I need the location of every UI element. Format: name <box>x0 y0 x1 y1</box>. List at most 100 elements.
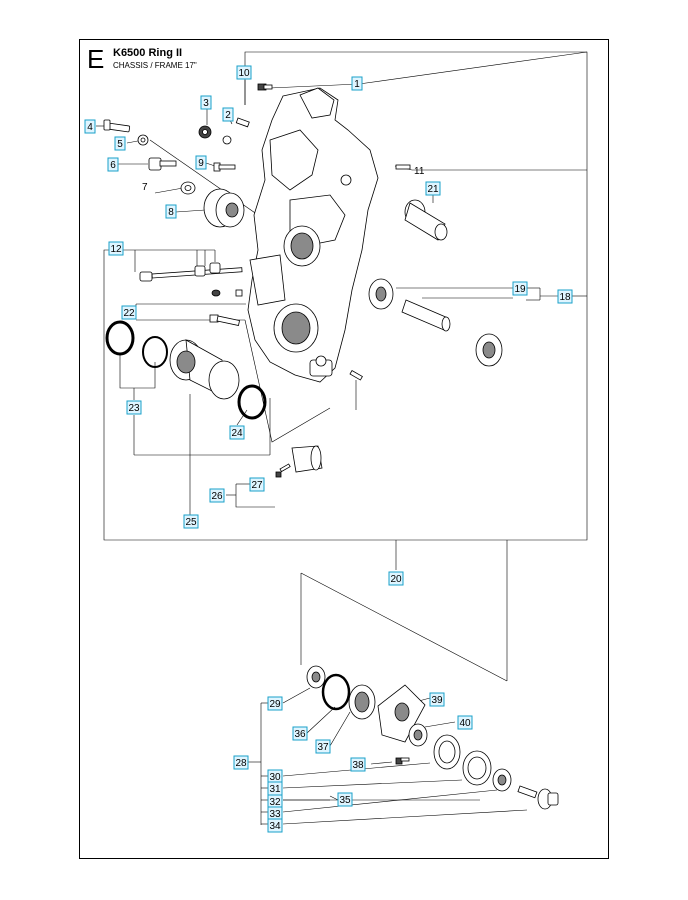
callout-32: 32 <box>267 794 283 809</box>
callout-number: 39 <box>431 695 443 706</box>
callout-number: 3 <box>203 98 209 109</box>
callout-25: 25 <box>183 514 199 529</box>
callout-number: 32 <box>269 797 281 808</box>
section-letter: E <box>87 44 105 74</box>
callout-box <box>350 757 366 772</box>
callout-box <box>84 119 96 134</box>
callout-8: 8 <box>165 204 177 219</box>
bolt-22 <box>209 314 240 326</box>
leader-lines <box>96 51 588 825</box>
seal-37 <box>348 684 376 720</box>
bearing-19a <box>368 278 394 310</box>
callout-4: 4 <box>84 119 96 134</box>
callout-number: 26 <box>211 491 223 502</box>
callout-number: 33 <box>269 809 281 820</box>
callout-20: 20 <box>388 571 404 586</box>
callout-number: 35 <box>339 795 351 806</box>
callout-box <box>388 571 404 586</box>
callout-9: 9 <box>195 155 207 170</box>
callout-box <box>337 792 353 807</box>
callout-box <box>351 76 363 91</box>
callout-27: 27 <box>249 477 265 492</box>
callout-number: 18 <box>559 292 571 303</box>
callout-number: 40 <box>459 718 471 729</box>
plain-label-11: 11 <box>414 166 425 177</box>
callout-box <box>233 755 249 770</box>
screw-10 <box>257 83 273 91</box>
callout-number: 22 <box>123 308 135 319</box>
callout-33: 33 <box>267 806 283 821</box>
callout-box <box>557 289 573 304</box>
callout-37: 37 <box>315 739 331 754</box>
cover-26 <box>291 445 323 473</box>
chassis-casting <box>247 87 379 383</box>
callout-box <box>315 739 331 754</box>
pulley-8 <box>203 188 245 228</box>
callout-number: 4 <box>87 122 93 133</box>
callout-box <box>195 155 207 170</box>
callout-box <box>425 181 441 196</box>
disc-30 <box>433 734 461 770</box>
callout-40: 40 <box>457 715 473 730</box>
callout-19: 19 <box>512 281 528 296</box>
callout-1: 1 <box>351 76 363 91</box>
diagram-title: K6500 Ring II <box>113 47 183 59</box>
pin-11-lower <box>349 369 363 381</box>
callout-number: 23 <box>128 403 140 414</box>
callout-number: 20 <box>390 574 402 585</box>
nut-3 <box>198 125 212 139</box>
screw-27 <box>275 463 291 478</box>
o-ring-24 <box>237 384 267 420</box>
callout-29: 29 <box>267 696 283 711</box>
callout-35: 35 <box>337 792 353 807</box>
callout-6: 6 <box>107 157 119 172</box>
callout-number: 8 <box>168 207 174 218</box>
callout-number: 10 <box>238 68 250 79</box>
bolt-34 <box>517 785 559 810</box>
callout-number: 19 <box>514 284 526 295</box>
o-ring-23a <box>105 320 135 356</box>
callout-box <box>222 107 234 122</box>
callout-3: 3 <box>200 95 212 110</box>
callout-number: 29 <box>269 699 281 710</box>
bolt-6 <box>148 157 177 171</box>
callout-number: 28 <box>235 758 247 769</box>
bearing-40 <box>408 723 428 747</box>
callout-number: 12 <box>110 244 122 255</box>
bolt-4 <box>103 119 131 133</box>
callout-number: 24 <box>231 428 243 439</box>
callout-number: 25 <box>185 517 197 528</box>
bushing-29 <box>306 665 326 689</box>
callout-box <box>165 204 177 219</box>
plain-label-7: 7 <box>142 182 148 193</box>
screw-38 <box>395 757 410 765</box>
callout-34: 34 <box>267 818 283 833</box>
callout-2: 2 <box>222 107 234 122</box>
callout-box <box>108 241 124 256</box>
callout-26: 26 <box>209 488 225 503</box>
callout-30: 30 <box>267 769 283 784</box>
o-ring-36 <box>321 673 351 711</box>
sleeve-21 <box>404 199 448 241</box>
callout-box <box>267 696 283 711</box>
callout-24: 24 <box>229 425 245 440</box>
callout-box <box>114 136 126 151</box>
callout-box <box>292 726 308 741</box>
callout-box <box>229 425 245 440</box>
callout-number: 6 <box>110 160 116 171</box>
callout-12: 12 <box>108 241 124 256</box>
callout-box <box>126 400 142 415</box>
callout-number: 31 <box>269 784 281 795</box>
callout-number: 36 <box>294 729 306 740</box>
callout-22: 22 <box>121 305 137 320</box>
callout-number: 9 <box>198 158 204 169</box>
callout-box <box>267 818 283 833</box>
callout-23: 23 <box>126 400 142 415</box>
callout-number: 1 <box>354 79 360 90</box>
callout-10: 10 <box>236 65 252 80</box>
ring-23b <box>142 336 168 368</box>
bearing-19b <box>475 333 503 367</box>
washer-33 <box>492 768 512 792</box>
callout-number: 5 <box>117 139 123 150</box>
disc-31 <box>462 750 492 786</box>
